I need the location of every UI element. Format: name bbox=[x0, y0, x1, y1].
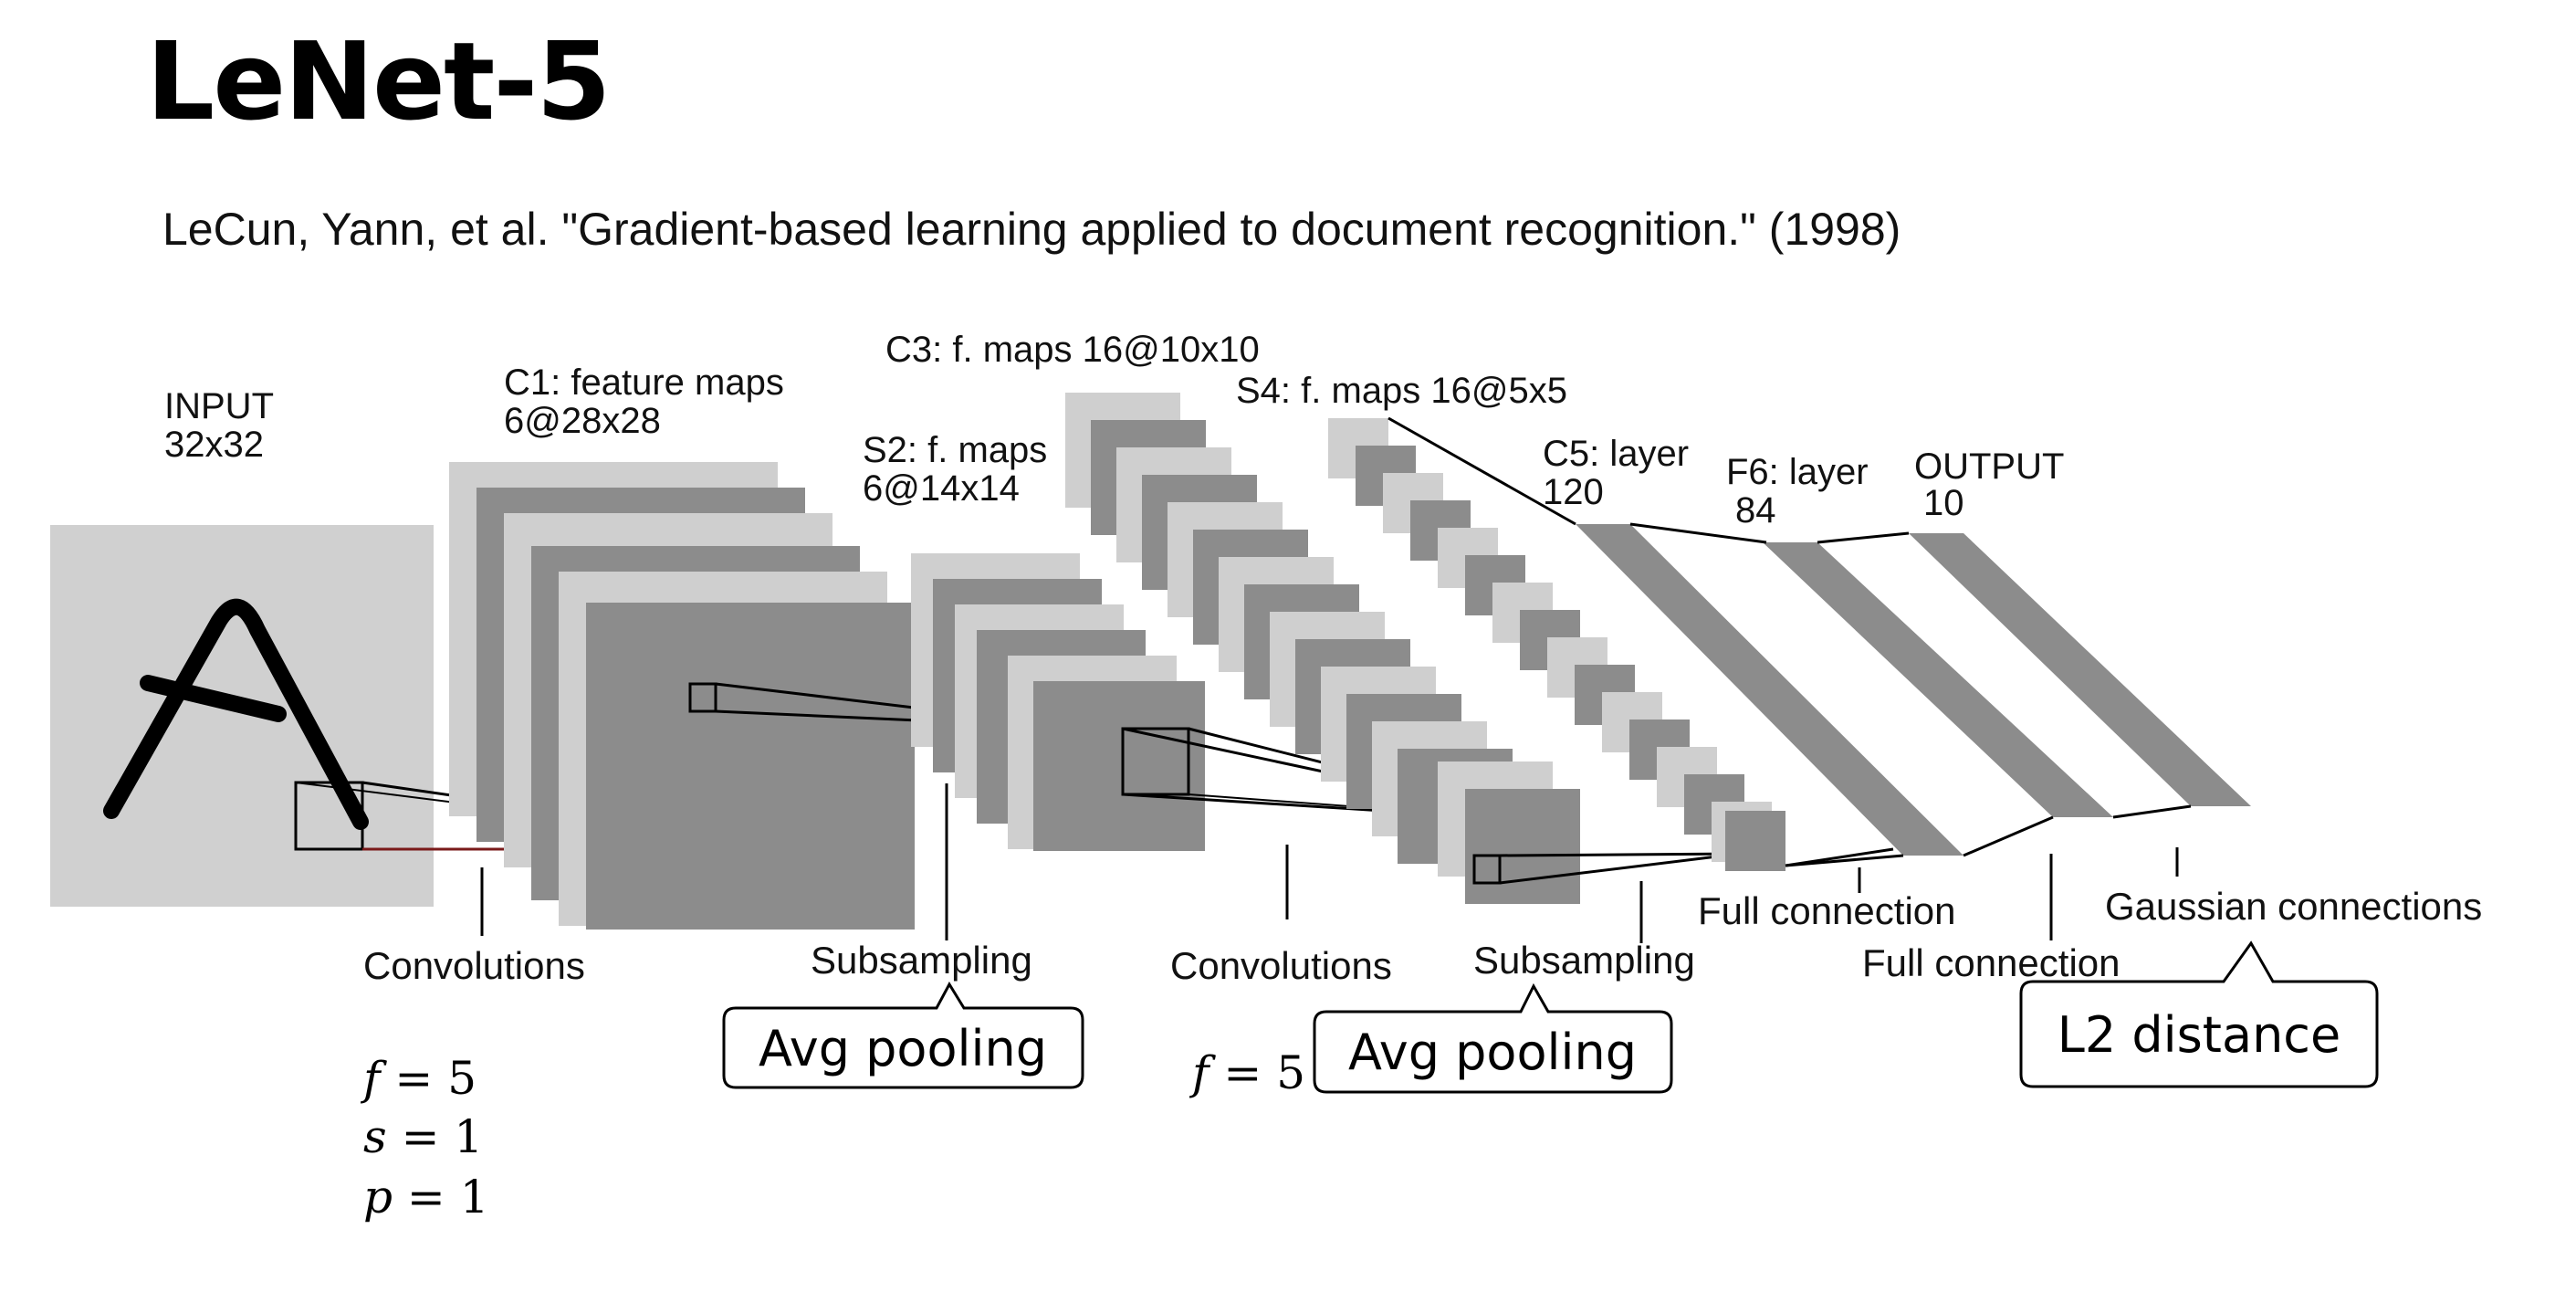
callout-l2: L2 distance bbox=[2019, 940, 2379, 1088]
f6-name: F6: layer bbox=[1726, 452, 1869, 492]
s4-name: S4: f. maps 16@5x5 bbox=[1236, 371, 1567, 411]
op-conv1: Convolutions bbox=[363, 944, 585, 987]
op-gauss: Gaussian connections bbox=[2105, 885, 2482, 928]
output-size: 10 bbox=[1923, 483, 1964, 523]
c3-name: C3: f. maps 16@10x10 bbox=[885, 330, 1260, 370]
c1-layer: C1: feature maps 6@28x28 bbox=[449, 362, 1083, 930]
s2-size: 6@14x14 bbox=[863, 468, 1020, 509]
s2-name: S2: f. maps bbox=[863, 430, 1047, 470]
op-full1: Full connection bbox=[1698, 889, 1956, 932]
input-name: INPUT bbox=[164, 386, 274, 426]
callout-l2-text: L2 distance bbox=[2058, 1006, 2340, 1064]
fc-layers: C5: layer 120 F6: layer 84 OUTPUT 10 bbox=[1543, 434, 2251, 867]
conv2-params: f = 5 bbox=[1189, 1046, 1305, 1099]
param2-f: f = 5 bbox=[1189, 1046, 1305, 1099]
param-s: s = 1 bbox=[363, 1110, 483, 1163]
op-full2: Full connection bbox=[1862, 941, 2120, 984]
op-sub2: Subsampling bbox=[1473, 939, 1695, 982]
op-sub1: Subsampling bbox=[811, 939, 1032, 982]
callout-pool2-text: Avg pooling bbox=[1348, 1024, 1637, 1081]
param-f: f = 5 bbox=[360, 1052, 476, 1105]
output-name: OUTPUT bbox=[1914, 446, 2064, 487]
operation-labels: Convolutions Subsampling Convolutions Su… bbox=[363, 885, 2482, 987]
callout-pool1: Avg pooling bbox=[722, 981, 1084, 1089]
input-size: 32x32 bbox=[164, 425, 264, 465]
page-title: LeNet-5 bbox=[146, 18, 611, 144]
param-p: p = 1 bbox=[363, 1171, 489, 1224]
callout-pool1-text: Avg pooling bbox=[759, 1020, 1047, 1077]
c1-size: 6@28x28 bbox=[504, 401, 661, 441]
conv1-params: f = 5 s = 1 p = 1 bbox=[360, 1052, 489, 1224]
f6-size: 84 bbox=[1735, 490, 1776, 530]
c1-name: C1: feature maps bbox=[504, 362, 784, 403]
c5-size: 120 bbox=[1543, 472, 1604, 512]
s2-layer: S2: f. maps 6@14x14 bbox=[863, 430, 1558, 851]
c5-name: C5: layer bbox=[1543, 434, 1689, 474]
op-conv2: Convolutions bbox=[1170, 944, 1392, 987]
s4-layer: S4: f. maps 16@5x5 bbox=[1236, 371, 1894, 871]
callout-pool2: Avg pooling bbox=[1313, 982, 1673, 1094]
operation-ticks bbox=[480, 783, 2179, 943]
c3-layer: C3: f. maps 16@10x10 bbox=[885, 330, 1741, 904]
citation: LeCun, Yann, et al. "Gradient-based lear… bbox=[162, 204, 1901, 255]
